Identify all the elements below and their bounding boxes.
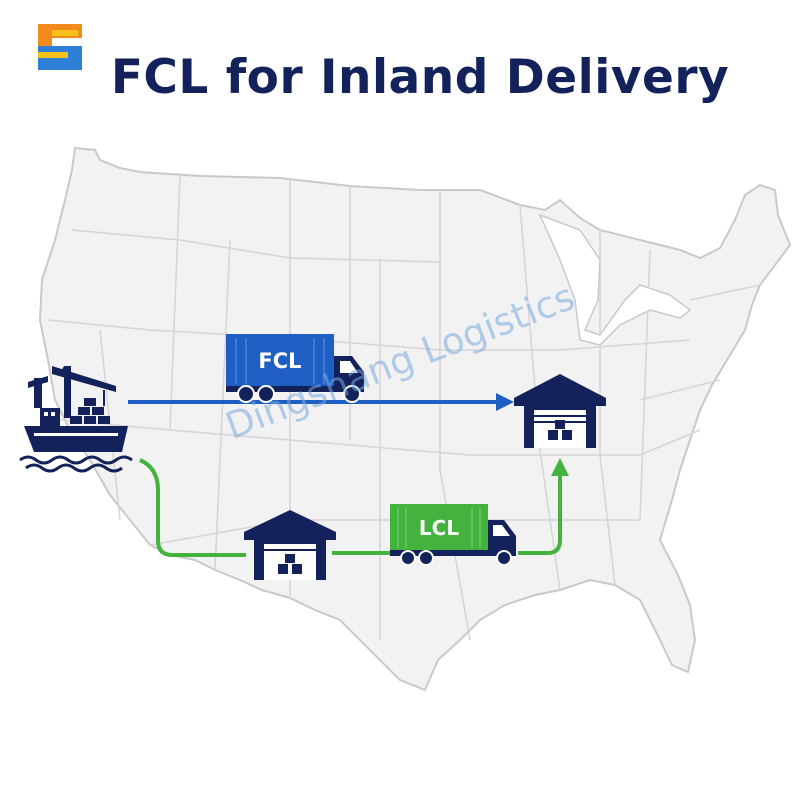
warehouse-destination-icon (514, 374, 606, 448)
warehouse-consolidation-icon (244, 510, 336, 580)
lcl-route (139, 458, 562, 557)
fcl-truck-icon: FCL (226, 334, 364, 403)
lcl-truck-icon: LCL (390, 504, 516, 566)
page-title: FCL for Inland Delivery (110, 50, 730, 105)
us-map (38, 146, 792, 692)
great-lakes (538, 213, 692, 346)
fcl-truck-label: FCL (258, 349, 301, 373)
cargo-ship-crane-icon (19, 366, 133, 473)
state-borders (47, 175, 761, 641)
logo-icon (34, 20, 86, 74)
us-map-outline (38, 146, 792, 692)
lcl-route-arrowhead (551, 458, 569, 476)
lcl-truck-label: LCL (419, 516, 459, 540)
fcl-route (128, 393, 514, 411)
